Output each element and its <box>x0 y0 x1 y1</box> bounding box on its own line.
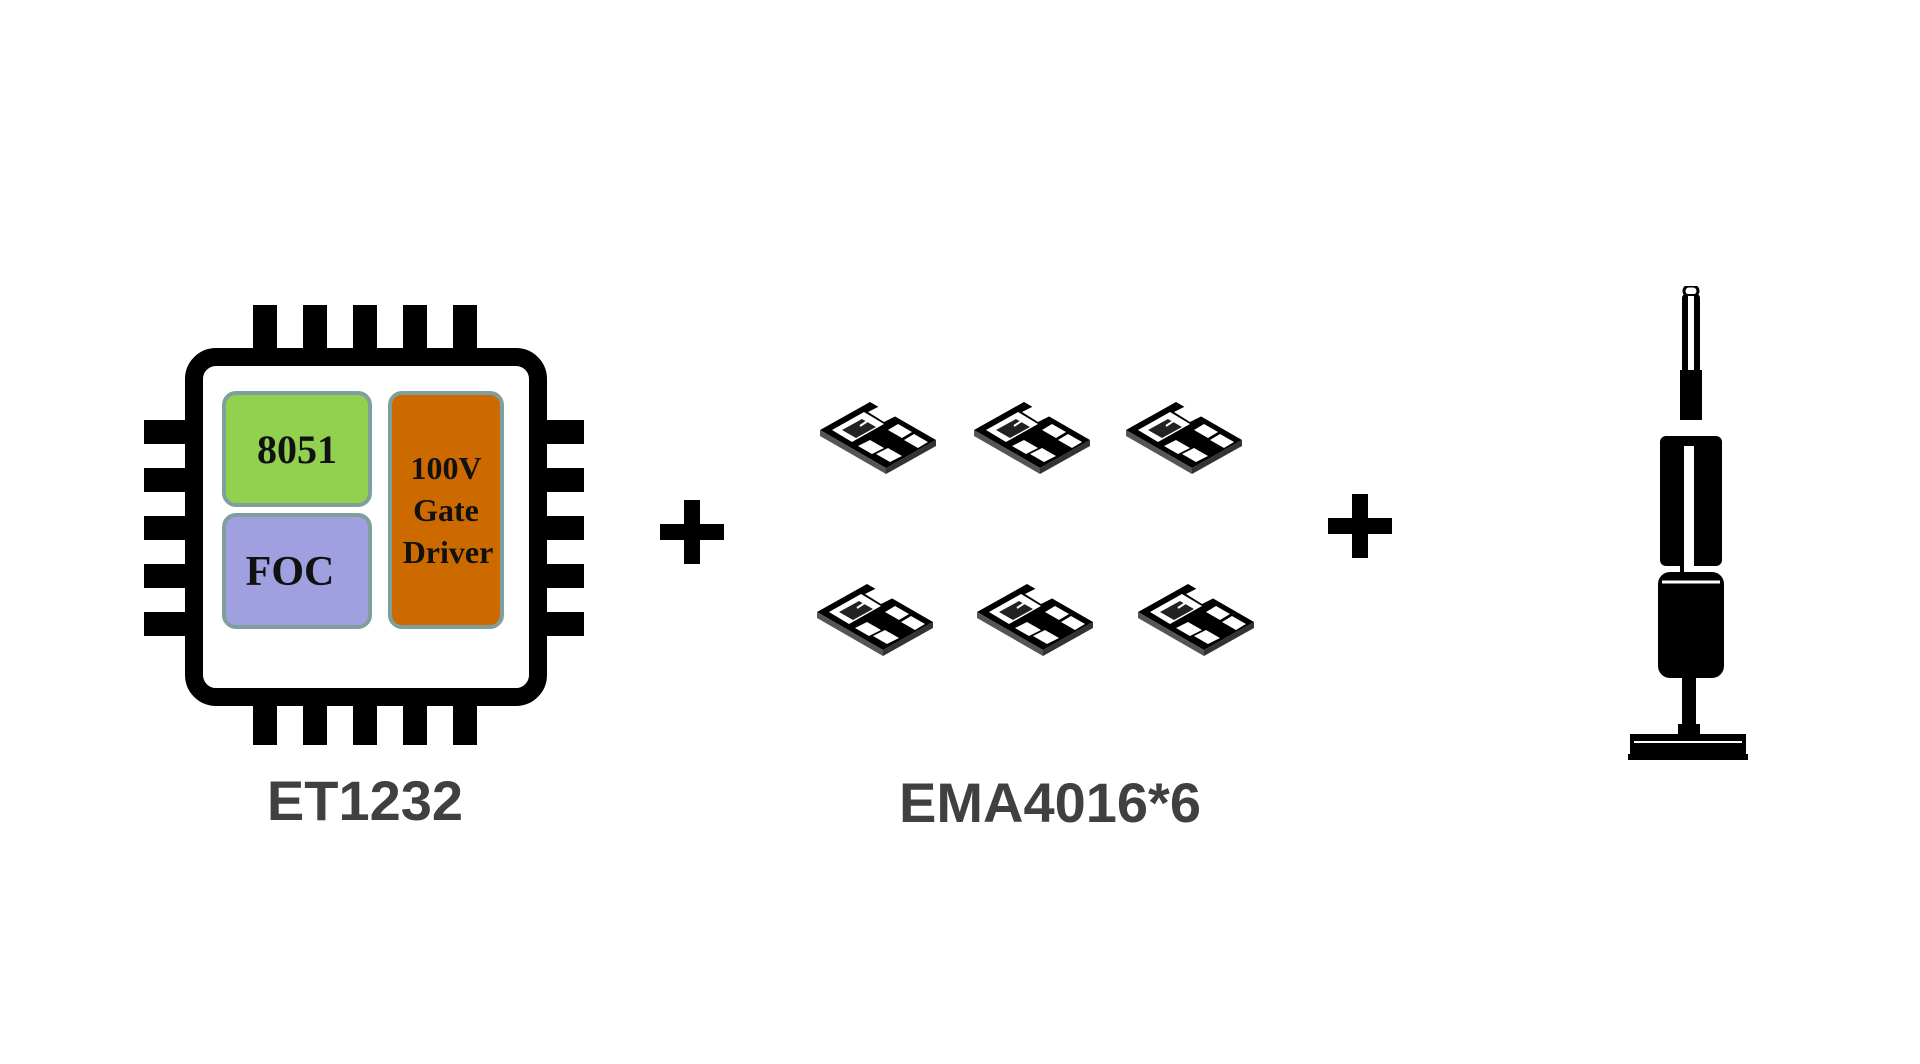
stick-vacuum-icon <box>1624 286 1754 772</box>
foc-block <box>222 513 372 629</box>
foc-block-label: FOC <box>246 549 335 595</box>
mosfet-package-icon <box>815 582 935 656</box>
plus-icon <box>660 500 724 564</box>
chip-diagram: 8051 FOC 100V Gate Driver <box>110 295 590 755</box>
mosfet-label: EMA4016*6 <box>899 771 1201 834</box>
mosfet-package-icon <box>1124 400 1244 474</box>
gate-driver-line1: 100V <box>410 450 481 486</box>
mcu-block <box>222 391 372 507</box>
mcu-block-label: 8051 <box>257 427 337 472</box>
chip-label: ET1232 <box>266 769 464 832</box>
mosfet-package-icon <box>1136 582 1256 656</box>
mosfet-package-icon <box>972 400 1092 474</box>
gate-driver-line3: Driver <box>403 534 494 570</box>
gate-driver-block <box>388 391 504 629</box>
mosfet-package-icon <box>975 582 1095 656</box>
mosfet-package-icon <box>818 400 938 474</box>
plus-icon <box>1328 494 1392 558</box>
gate-driver-line2: Gate <box>413 492 479 528</box>
